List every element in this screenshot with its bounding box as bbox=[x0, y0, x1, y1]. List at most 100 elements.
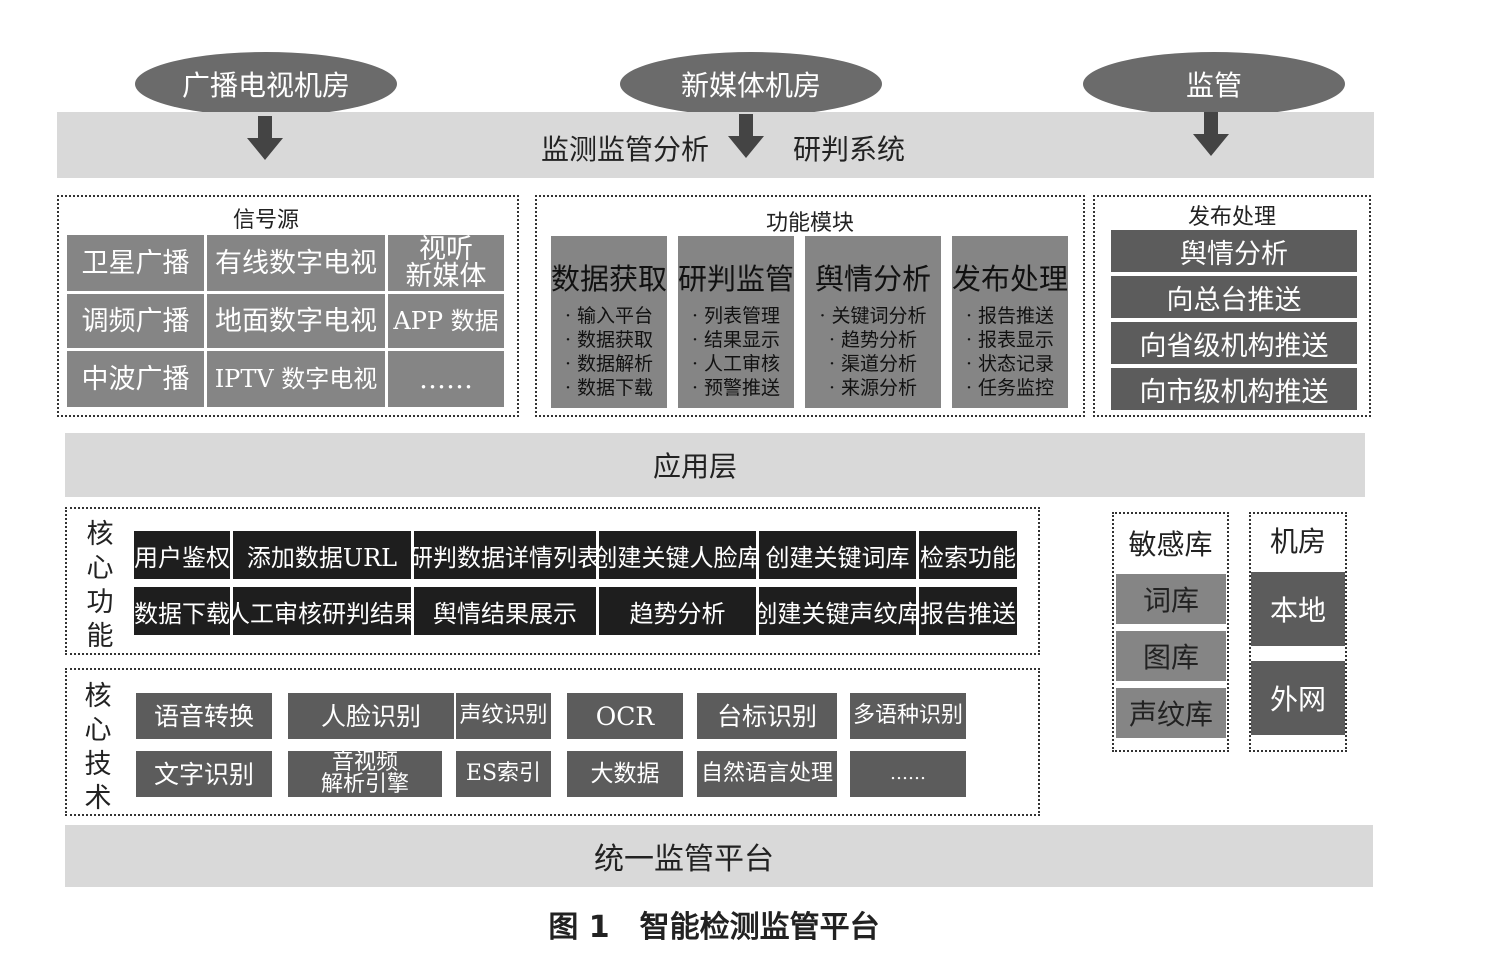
core-function: 创建关键词库 bbox=[759, 531, 916, 579]
module-item: · 来源分析 bbox=[828, 377, 918, 399]
source-label: 监管 bbox=[1185, 69, 1242, 102]
sensitive-library-item: 声纹库 bbox=[1116, 688, 1226, 738]
signal-source-panel bbox=[57, 195, 519, 417]
function-modules-title: 功能模块 bbox=[765, 211, 854, 236]
module-item: · 报告推送 bbox=[965, 305, 1055, 327]
publish-item: 向市级机构推送 bbox=[1111, 368, 1357, 410]
vertical-label-char: 心 bbox=[86, 553, 114, 584]
source-regulation: 监管 bbox=[1083, 52, 1345, 116]
signal-cell: 视听 新媒体 bbox=[388, 235, 504, 291]
signal-cell: 有线数字电视 bbox=[207, 235, 385, 291]
core-function: 创建关键声纹库 bbox=[759, 587, 916, 635]
vertical-label-char: 核 bbox=[84, 681, 112, 712]
core-tech: OCR bbox=[567, 693, 683, 739]
signal-cell: APP 数据 bbox=[388, 294, 504, 348]
publish-item: 舆情分析 bbox=[1111, 230, 1357, 272]
core-tech: 音视频 解析引擎 bbox=[288, 751, 442, 797]
unified-platform-label: 统一监管平台 bbox=[594, 842, 774, 877]
core-tech: ES索引 bbox=[456, 751, 551, 797]
module-judgment: 研判监管 · 列表管理 · 结果显示 · 人工审核 · 预警推送 bbox=[678, 236, 794, 408]
source-new-media: 新媒体机房 bbox=[620, 52, 882, 116]
core-tech: 多语种识别 bbox=[850, 693, 966, 739]
sensitive-library-item: 图库 bbox=[1116, 631, 1226, 681]
module-item: · 数据下载 bbox=[564, 377, 654, 399]
core-tech: 声纹识别 bbox=[456, 693, 551, 739]
arrow-down-icon bbox=[728, 114, 764, 158]
core-tech-panel bbox=[65, 668, 1040, 816]
core-tech: …… bbox=[850, 751, 966, 797]
signal-cell: 卫星广播 bbox=[67, 235, 204, 291]
vertical-label-char: 心 bbox=[84, 715, 112, 746]
module-item: · 关键词分析 bbox=[819, 305, 927, 327]
module-title: 数据获取 bbox=[551, 262, 668, 296]
module-item: · 人工审核 bbox=[691, 353, 781, 375]
module-item: · 数据解析 bbox=[564, 353, 654, 375]
signal-source-title: 信号源 bbox=[232, 208, 299, 233]
machine-room-item: 外网 bbox=[1251, 661, 1345, 735]
vertical-label-char: 能 bbox=[86, 621, 114, 652]
publish-item: 向省级机构推送 bbox=[1111, 322, 1357, 364]
core-tech: 文字识别 bbox=[136, 751, 272, 797]
sensitive-library-title: 敏感库 bbox=[1128, 528, 1213, 561]
application-layer-label: 应用层 bbox=[652, 450, 737, 483]
signal-cell: IPTV 数字电视 bbox=[207, 351, 385, 407]
source-broadcast-tv: 广播电视机房 bbox=[135, 52, 397, 116]
module-item: · 状态记录 bbox=[965, 353, 1055, 375]
module-item: · 报表显示 bbox=[965, 329, 1055, 351]
publish-item: 向总台推送 bbox=[1111, 276, 1357, 318]
core-function: 用户鉴权 bbox=[134, 531, 230, 579]
system-bar-left: 监测监管分析 bbox=[541, 133, 710, 166]
module-item: · 任务监控 bbox=[965, 377, 1055, 399]
sensitive-library-item: 词库 bbox=[1116, 574, 1226, 624]
core-function: 舆情结果展示 bbox=[414, 587, 596, 635]
module-item: · 预警推送 bbox=[691, 377, 781, 399]
sensitive-library-panel bbox=[1112, 512, 1229, 752]
arrow-down-icon bbox=[247, 116, 283, 160]
core-function: 人工审核研判结果 bbox=[233, 587, 411, 635]
vertical-label-char: 术 bbox=[84, 783, 112, 814]
core-function: 研判数据详情列表 bbox=[414, 531, 596, 579]
module-item: · 列表管理 bbox=[691, 305, 781, 327]
core-functions-panel bbox=[65, 507, 1040, 655]
module-item: · 渠道分析 bbox=[828, 353, 918, 375]
source-label: 新媒体机房 bbox=[680, 69, 821, 102]
module-item: · 结果显示 bbox=[691, 329, 781, 351]
machine-room-title: 机房 bbox=[1269, 525, 1326, 558]
core-tech: 语音转换 bbox=[136, 693, 272, 739]
core-tech: 大数据 bbox=[567, 751, 683, 797]
vertical-label-char: 功 bbox=[86, 587, 114, 618]
module-title: 发布处理 bbox=[952, 262, 1069, 296]
core-function: 添加数据URL bbox=[233, 531, 411, 579]
core-tech: 人脸识别 bbox=[288, 693, 454, 739]
module-item: · 趋势分析 bbox=[828, 329, 918, 351]
core-function: 数据下载 bbox=[134, 587, 230, 635]
source-label: 广播电视机房 bbox=[181, 69, 350, 102]
module-title: 研判监管 bbox=[678, 262, 795, 296]
core-tech: 台标识别 bbox=[697, 693, 837, 739]
machine-room-item: 本地 bbox=[1251, 572, 1345, 646]
module-item: · 数据获取 bbox=[564, 329, 654, 351]
system-bar-right: 研判系统 bbox=[793, 133, 906, 166]
signal-cell: 中波广播 bbox=[67, 351, 204, 407]
core-tech-label: 核心技术 bbox=[82, 680, 114, 816]
module-data-acquisition: 数据获取 · 输入平台 · 数据获取 · 数据解析 · 数据下载 bbox=[551, 236, 667, 408]
arrow-down-icon bbox=[1193, 112, 1229, 156]
signal-cell: 调频广播 bbox=[67, 294, 204, 348]
signal-cell: 地面数字电视 bbox=[207, 294, 385, 348]
module-title: 舆情分析 bbox=[814, 262, 931, 296]
figure-caption: 图 1 智能检测监管平台 bbox=[548, 910, 880, 945]
core-function: 创建关键人脸库 bbox=[599, 531, 756, 579]
module-publish: 发布处理 · 报告推送 · 报表显示 · 状态记录 · 任务监控 bbox=[952, 236, 1068, 408]
core-functions-label: 核心功能 bbox=[84, 518, 116, 654]
core-function: 报告推送 bbox=[919, 587, 1017, 635]
unified-platform-bar: 统一监管平台 bbox=[65, 825, 1373, 887]
application-layer: 应用层 bbox=[65, 433, 1365, 497]
function-modules-panel bbox=[535, 195, 1085, 417]
module-sentiment: 舆情分析 · 关键词分析 · 趋势分析 · 渠道分析 · 来源分析 bbox=[805, 236, 941, 408]
vertical-label-char: 技 bbox=[84, 749, 112, 780]
module-item: · 输入平台 bbox=[564, 305, 654, 327]
core-tech: 自然语言处理 bbox=[697, 751, 837, 797]
machine-room-panel bbox=[1249, 512, 1347, 752]
signal-cell: …… bbox=[388, 351, 504, 407]
vertical-label-char: 核 bbox=[86, 519, 114, 550]
